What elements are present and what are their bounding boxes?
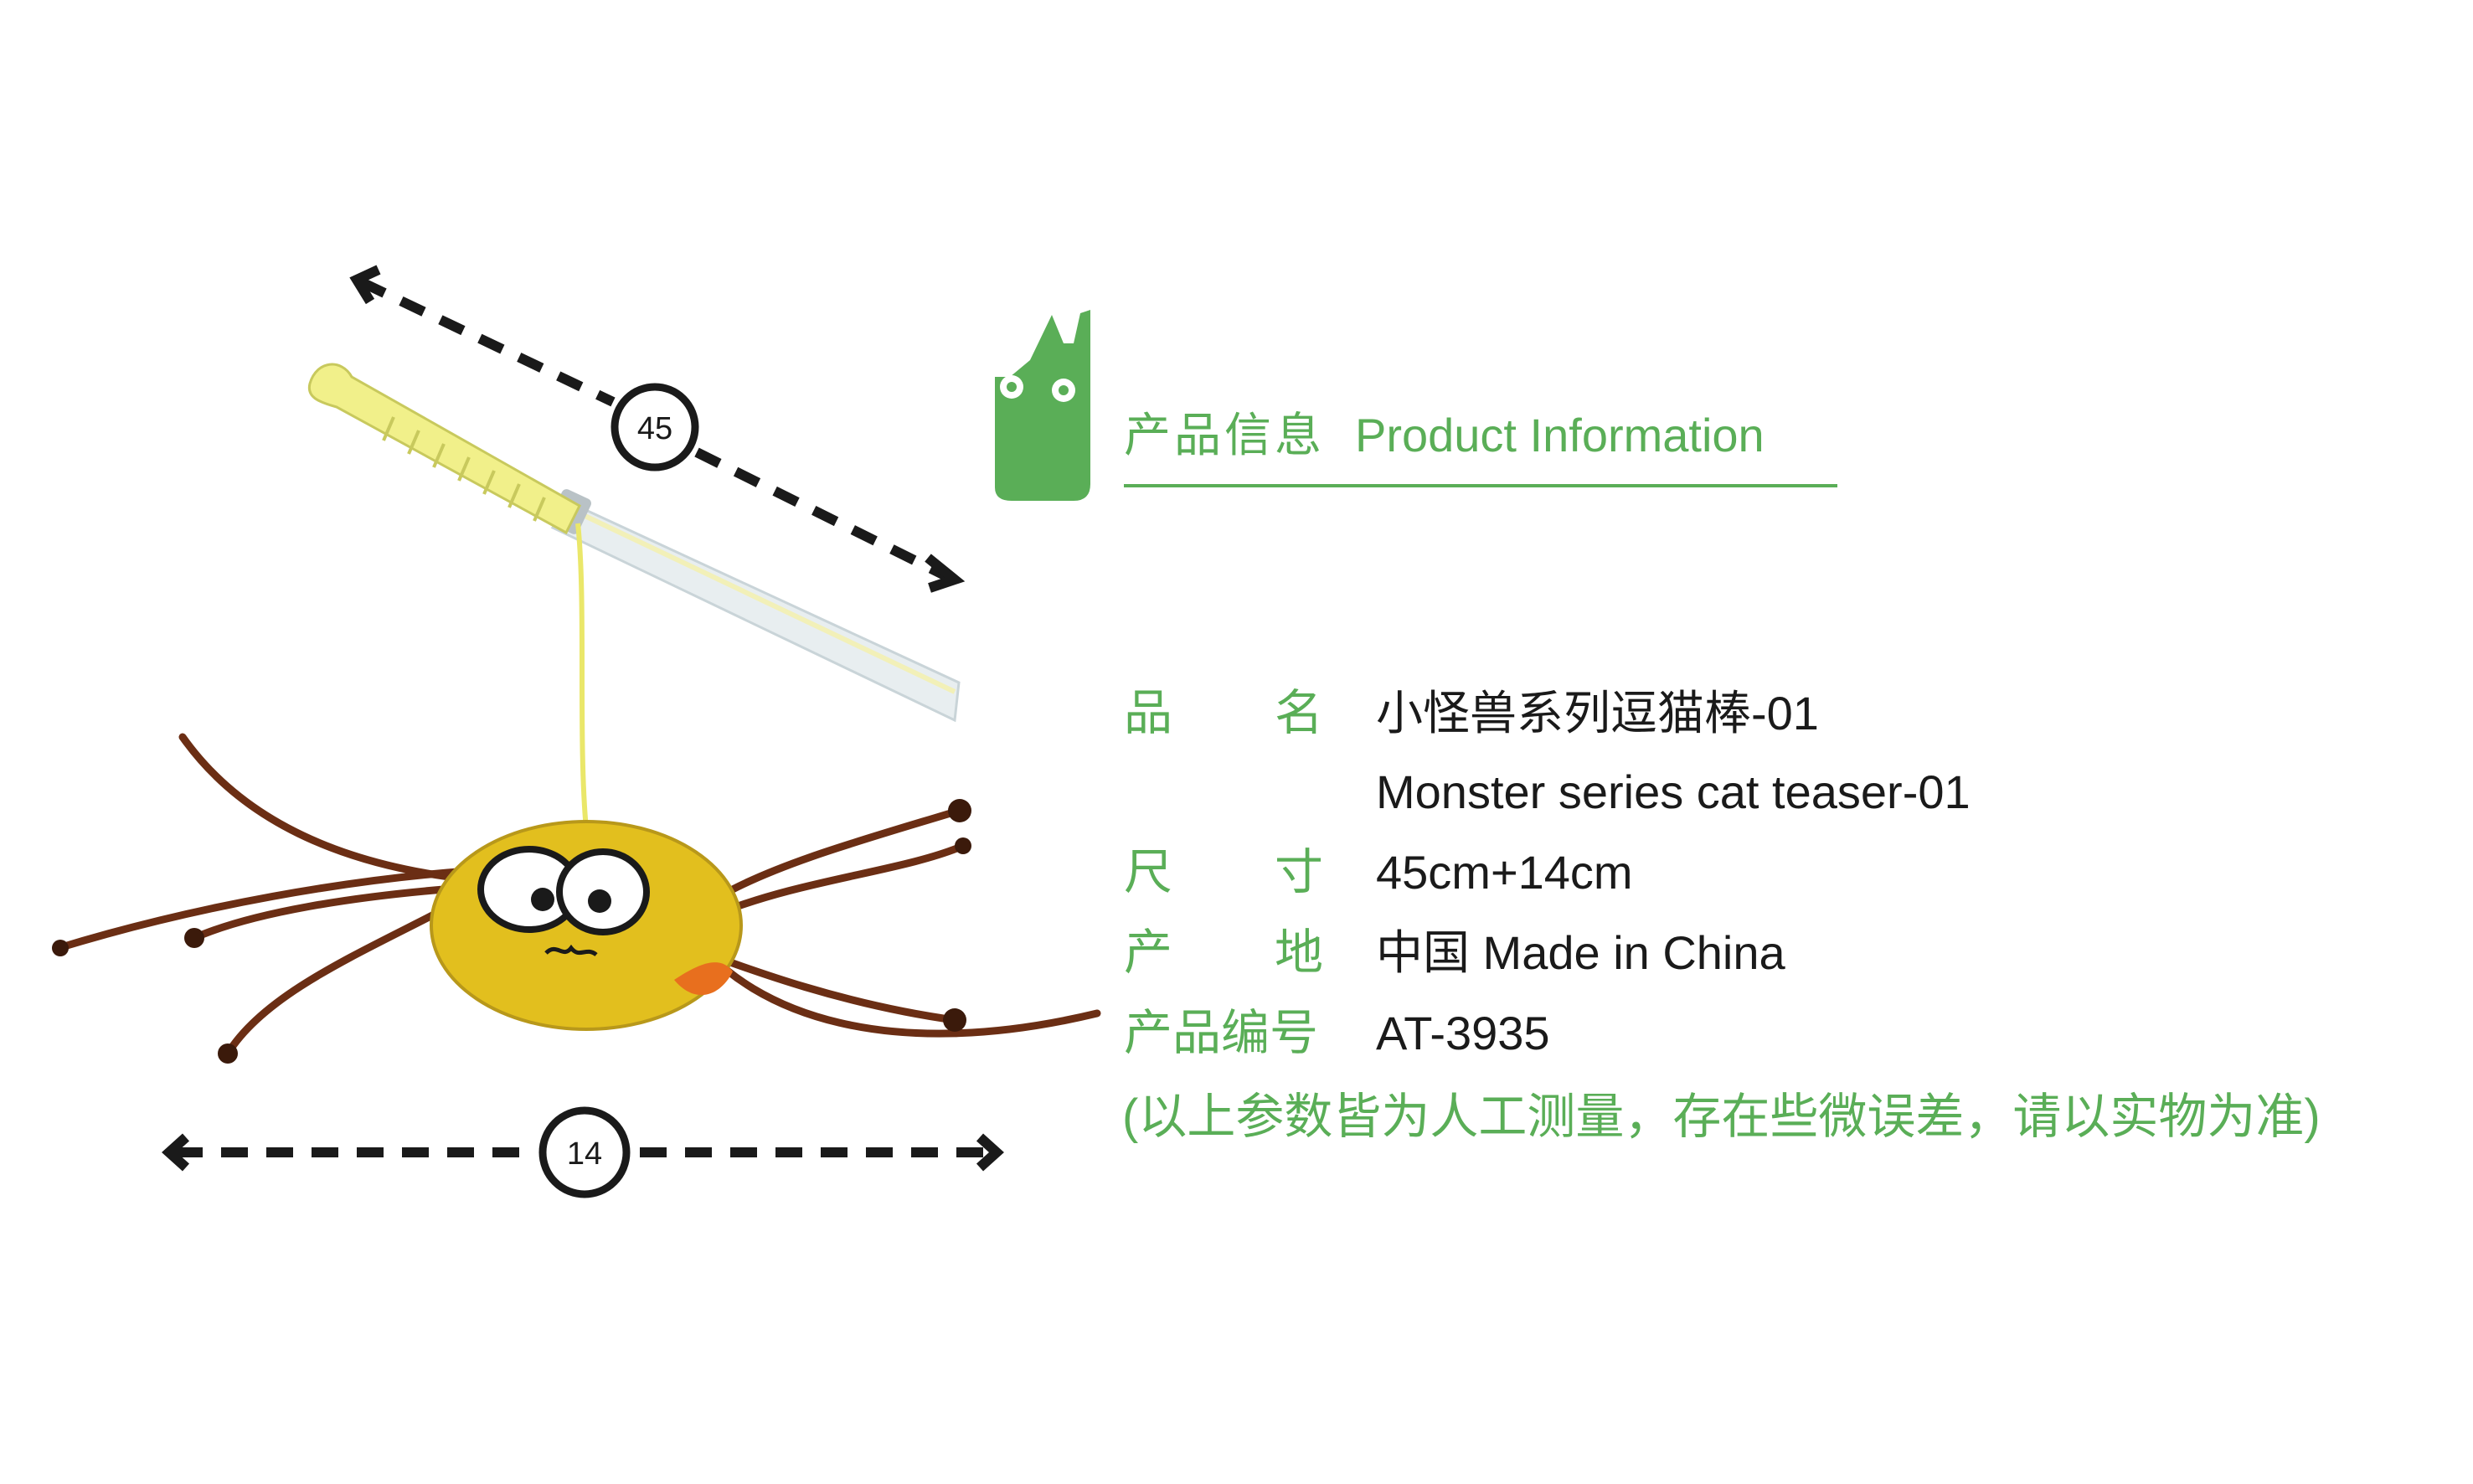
name-value-cn: 小怪兽系列逗猫棒-01	[1376, 687, 1819, 739]
section-heading: 产品信息 Product Information	[1124, 394, 1837, 487]
origin-label-second: 地	[1275, 925, 1324, 980]
origin-label-first: 产	[1124, 925, 1173, 980]
spider-body	[430, 820, 743, 1031]
heading-en: Product Information	[1355, 409, 1765, 461]
code-label: 产品编号	[1124, 1006, 1319, 1060]
name-value-en: Monster series cat teaser-01	[1376, 765, 1971, 818]
size-label-second: 寸	[1275, 845, 1324, 899]
name-label-first: 品	[1124, 686, 1173, 740]
green-monster-logo-icon	[995, 310, 1090, 501]
spider-width-badge: 14	[538, 1106, 631, 1198]
size-label-first: 尺	[1124, 845, 1173, 899]
spider-width-label: 14	[567, 1136, 602, 1172]
origin-value: 中国 Made in China	[1376, 926, 1785, 979]
rod-length-label: 45	[637, 411, 672, 446]
size-value: 45cm+14cm	[1376, 846, 1633, 899]
spider-width-arrow	[162, 1133, 1004, 1172]
product-illustration: 45	[52, 265, 1101, 1198]
code-value: AT-3935	[1376, 1007, 1550, 1059]
wand-rod	[307, 363, 961, 830]
heading-cn: 产品信息	[1124, 409, 1325, 461]
measurement-note: (以上参数皆为人工测量，存在些微误差，请以实物为准)	[1122, 1090, 2321, 1144]
rod-length-arrow	[349, 265, 966, 593]
name-label-second: 名	[1275, 686, 1324, 740]
rod-length-badge: 45	[611, 383, 699, 471]
